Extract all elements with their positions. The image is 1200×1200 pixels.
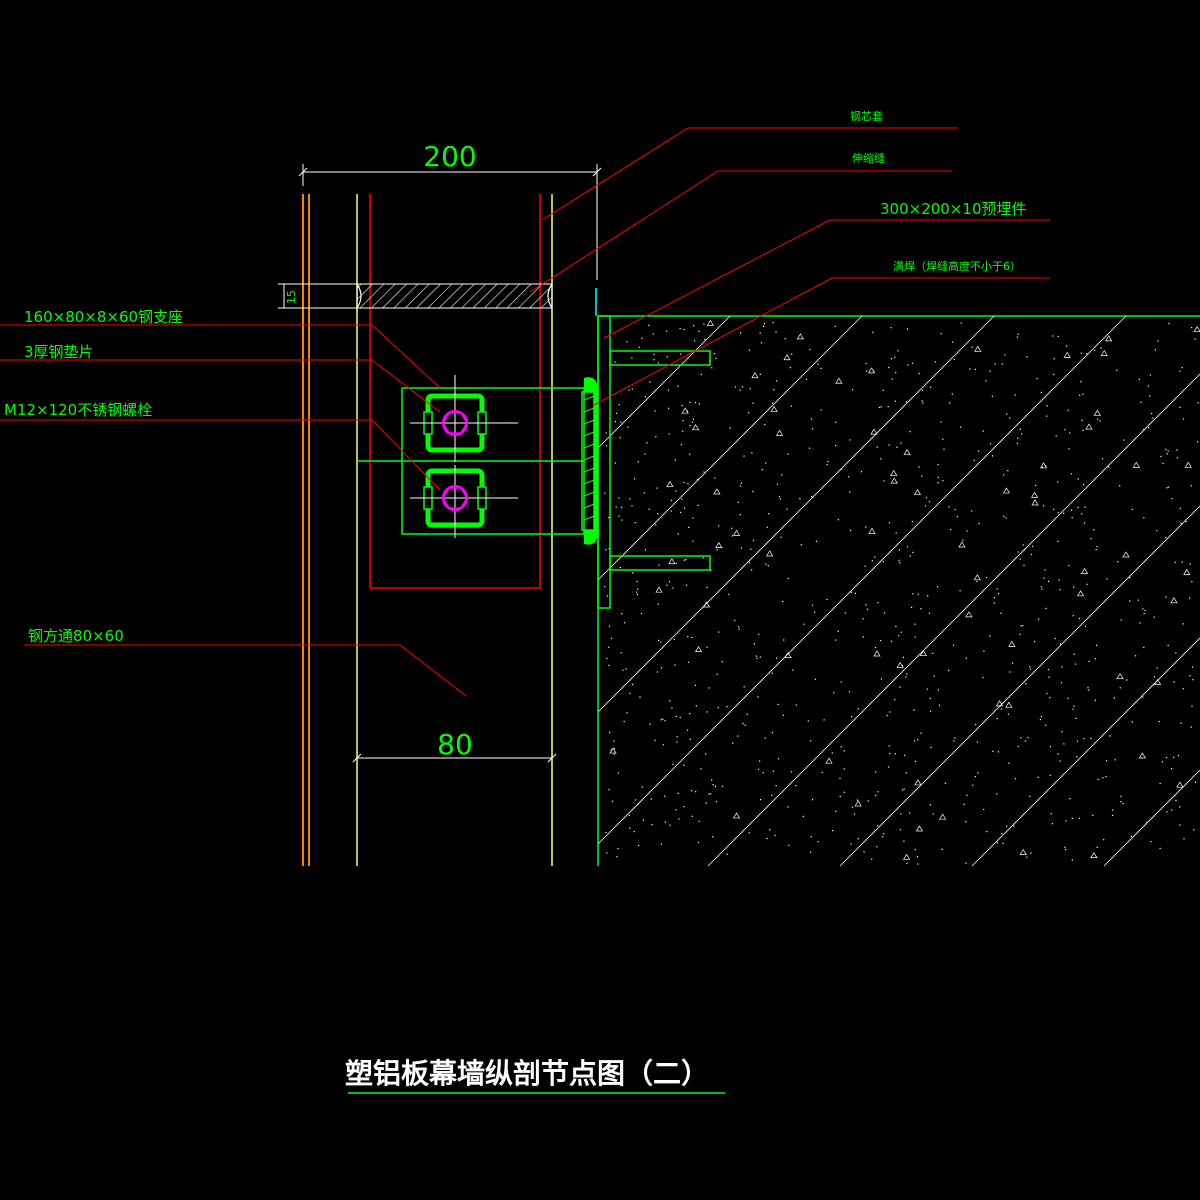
label-steel-tube: 钢方通80×60	[28, 627, 124, 645]
anchor-bar-top	[609, 350, 711, 366]
dimension-gap-value: 15	[285, 290, 298, 304]
label-embedded-plate: 300×200×10预埋件	[880, 200, 1027, 218]
leader-expansion-joint	[529, 170, 952, 293]
leader-weld	[593, 277, 1050, 406]
aluminum-panel	[302, 194, 310, 866]
label-expansion-joint: 伸缩缝	[852, 151, 885, 165]
dimension-bottom-value: 80	[437, 728, 473, 761]
concrete-wall	[597, 315, 1200, 867]
leader-washer	[0, 359, 441, 413]
dimension-top-value: 200	[423, 140, 476, 173]
embedded-plate	[595, 288, 711, 609]
leader-lines	[0, 127, 1050, 697]
bolt-bottom	[410, 465, 518, 538]
label-steel-sleeve: 钢芯套	[850, 109, 883, 123]
steel-sleeve	[369, 194, 541, 589]
drawing-title: 塑铝板幕墙纵剖节点图（二）	[345, 1057, 709, 1090]
label-bolt: M12×120不锈钢螺栓	[4, 401, 152, 419]
label-bracket: 160×80×8×60钢支座	[24, 308, 183, 326]
label-weld-note: 满焊（焊缝高度不小于6）	[893, 259, 1021, 273]
bolt-top	[410, 375, 518, 462]
leader-bolt	[0, 419, 441, 491]
anchor-bar-bottom	[609, 555, 711, 571]
leader-bracket	[0, 324, 441, 389]
leader-steel-tube	[24, 644, 467, 697]
expansion-joint	[278, 283, 553, 309]
dimension-top	[298, 164, 602, 280]
leader-embedded-plate	[603, 219, 1050, 339]
leader-steel-sleeve	[541, 127, 958, 221]
dimension-bottom	[352, 753, 557, 763]
label-washer: 3厚钢垫片	[24, 343, 94, 361]
steel-bracket	[357, 387, 585, 535]
